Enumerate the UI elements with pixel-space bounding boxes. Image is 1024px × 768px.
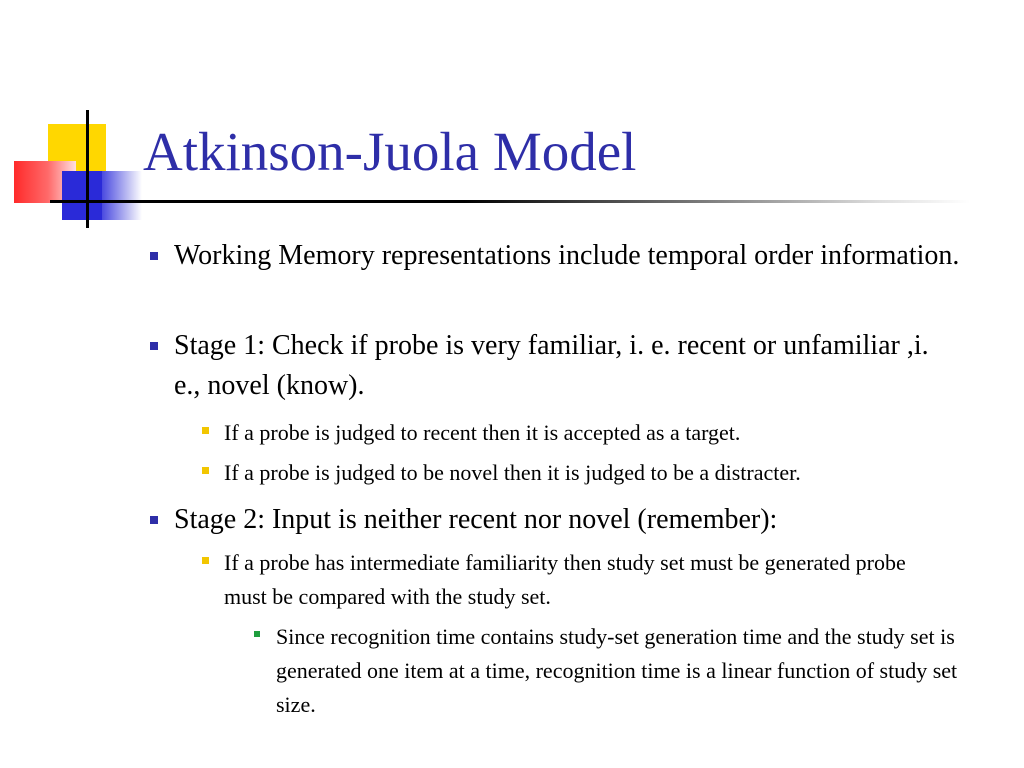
square-bullet-icon xyxy=(202,467,209,474)
bullet-item-level1: Stage 1: Check if probe is very familiar… xyxy=(150,326,934,406)
slide-logo-decoration xyxy=(0,0,150,240)
title-underline xyxy=(50,200,970,203)
bullet-text: If a probe has intermediate familiarity … xyxy=(224,550,906,609)
bullet-text: Stage 2: Input is neither recent nor nov… xyxy=(174,504,778,535)
vertical-line-decoration xyxy=(86,110,89,228)
bullet-item-level2: If a probe is judged to recent then it i… xyxy=(202,416,1004,450)
slide-title: Atkinson-Juola Model xyxy=(143,121,637,182)
square-bullet-icon xyxy=(150,252,158,260)
bullet-item-level3: Since recognition time contains study-se… xyxy=(254,620,976,722)
bullet-item-level2: If a probe is judged to be novel then it… xyxy=(202,456,1004,490)
bullet-item-level1: Working Memory representations include t… xyxy=(150,236,974,276)
bullet-text: If a probe is judged to recent then it i… xyxy=(224,420,741,445)
bullet-text: Stage 1: Check if probe is very familiar… xyxy=(174,330,929,401)
square-bullet-icon xyxy=(150,342,158,350)
bullet-text: Working Memory representations include t… xyxy=(174,240,960,271)
bullet-item-level1: Stage 2: Input is neither recent nor nov… xyxy=(150,500,974,540)
bullet-item-level2: If a probe has intermediate familiarity … xyxy=(202,546,924,614)
square-bullet-icon xyxy=(202,427,209,434)
square-bullet-icon xyxy=(254,631,260,637)
square-bullet-icon xyxy=(202,557,209,564)
square-bullet-icon xyxy=(150,516,158,524)
blue-fade-square-decoration xyxy=(102,171,142,220)
blue-square-decoration xyxy=(62,171,102,220)
bullet-text: Since recognition time contains study-se… xyxy=(276,624,958,717)
bullet-text: If a probe is judged to be novel then it… xyxy=(224,460,801,485)
